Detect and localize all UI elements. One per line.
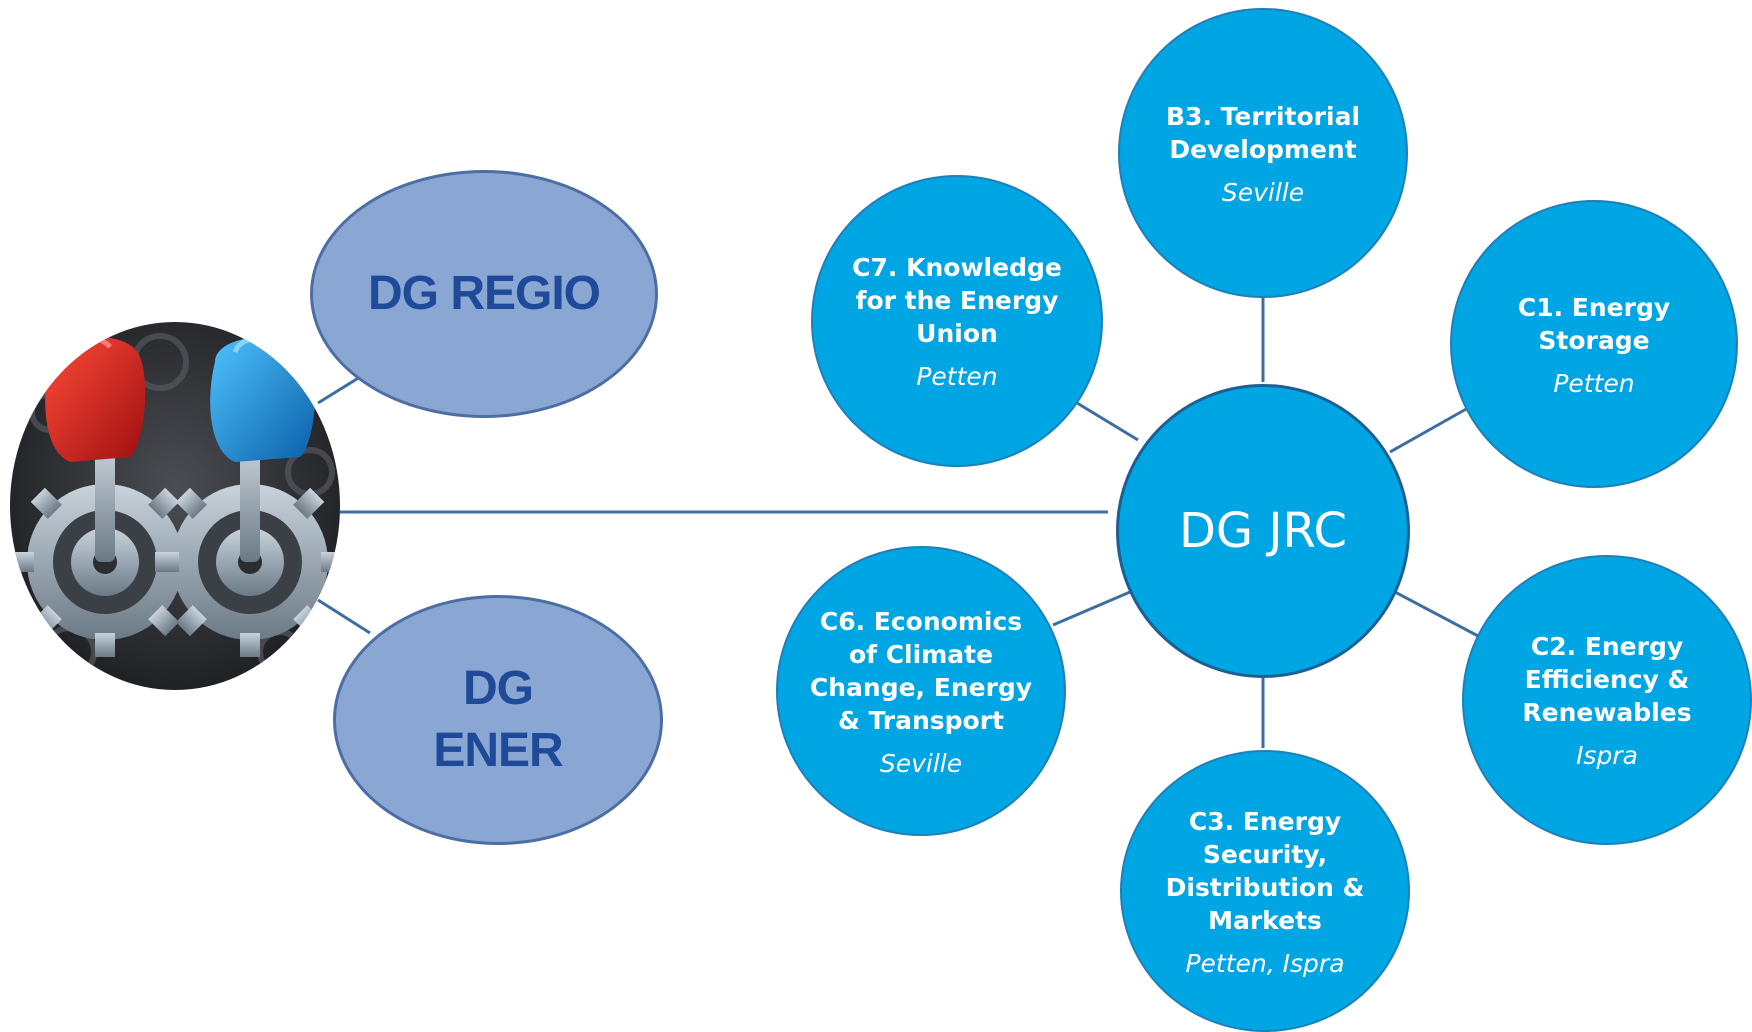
dg-regio-label: DG REGIO	[367, 267, 601, 320]
unit-location: Petten	[1553, 368, 1635, 398]
connector-jrc-c1	[1389, 406, 1469, 454]
unit-node-c6: C6. Economics of Climate Change, Energy …	[776, 546, 1066, 836]
unit-title: C1. Energy Storage	[1517, 292, 1671, 355]
boxing-gloves-on-gears-icon	[10, 322, 340, 690]
unit-location: Ispra	[1576, 741, 1638, 770]
unit-node-c2: C2. Energy Efficiency & Renewables Ispra	[1462, 555, 1752, 845]
unit-title: C6. Economics of Climate Change, Energy …	[809, 606, 1033, 735]
connector-image-ener	[317, 598, 371, 635]
unit-location: Petten, Ispra	[1185, 948, 1345, 978]
connector-image-regio	[317, 375, 361, 405]
unit-title: C7. Knowledge for the Energy Union	[852, 253, 1062, 348]
dg-jrc-node: DG JRC	[1116, 384, 1410, 678]
unit-location: Seville	[1221, 177, 1305, 207]
unit-node-c3: C3. Energy Security, Distribution & Mark…	[1120, 750, 1410, 1032]
connector-jrc-c2	[1394, 590, 1479, 638]
dg-regio-node: DG REGIO	[310, 170, 658, 418]
connector-jrc-c6	[1052, 590, 1131, 627]
unit-location: Seville	[879, 748, 963, 778]
dg-ener-node: DG ENER	[333, 595, 663, 845]
unit-title: B3. Territorial Development	[1165, 101, 1361, 164]
unit-node-c1: C1. Energy Storage Petten	[1450, 200, 1738, 488]
dg-jrc-label: DG JRC	[1178, 503, 1348, 559]
unit-location: Petten	[916, 362, 998, 391]
dg-ener-label: DG ENER	[433, 662, 563, 777]
unit-title: C3. Energy Security, Distribution & Mark…	[1165, 806, 1365, 935]
connector-jrc-c7	[1076, 401, 1139, 442]
unit-node-b3: B3. Territorial Development Seville	[1118, 8, 1408, 298]
unit-title: C2. Energy Efficiency & Renewables	[1522, 632, 1692, 727]
unit-node-c7: C7. Knowledge for the Energy Union Pette…	[811, 175, 1103, 467]
